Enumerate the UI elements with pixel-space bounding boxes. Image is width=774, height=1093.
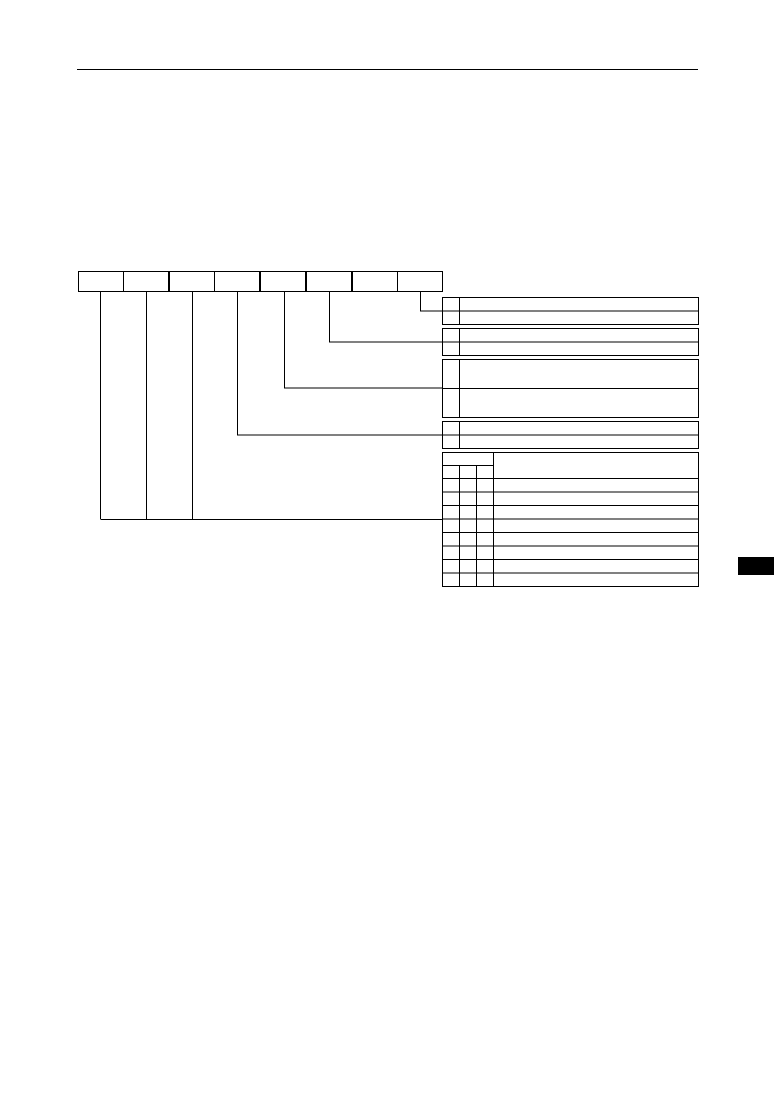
register-bit-cell bbox=[78, 271, 124, 292]
register-bit-cell bbox=[260, 271, 306, 292]
register-bit-cell bbox=[352, 271, 398, 292]
section-thumb-tab bbox=[738, 557, 774, 575]
register-cells bbox=[78, 271, 443, 292]
header-rule bbox=[77, 69, 698, 70]
connector-bit2 bbox=[284, 291, 442, 389]
connector-lines bbox=[100, 291, 442, 520]
connector-bit1 bbox=[329, 291, 442, 343]
register-bit-cell bbox=[214, 271, 260, 292]
register-bit-cell bbox=[123, 271, 169, 292]
connector-bit3 bbox=[237, 291, 442, 436]
field-tables bbox=[442, 297, 699, 587]
register-bit-cell bbox=[169, 271, 215, 292]
register-bit-cell bbox=[306, 271, 352, 292]
register-bit-cell bbox=[397, 271, 443, 292]
connector-bit0 bbox=[420, 291, 442, 312]
